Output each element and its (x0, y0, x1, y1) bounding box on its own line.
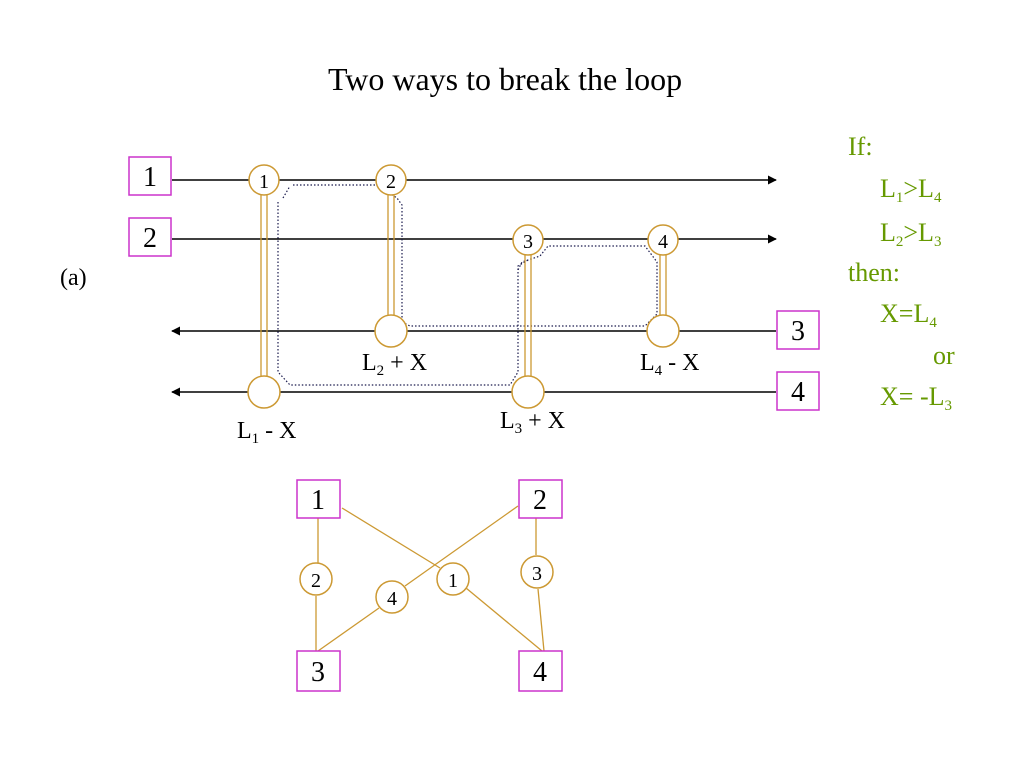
svg-text:2: 2 (386, 171, 396, 193)
link-n3 (524, 253, 532, 380)
graph-port-2: 2 (518, 479, 563, 519)
result-1: X=L4 (880, 299, 937, 331)
condition-block: If: L1>L4 L2>L3 then: X=L4 or X= -L3 (848, 132, 955, 414)
svg-text:3: 3 (311, 657, 325, 688)
node-label-l1: L1 - X (237, 418, 297, 447)
graph-node-4: 4 (375, 580, 409, 614)
link-n4 (659, 253, 667, 320)
condition-then: then: (848, 258, 900, 287)
svg-text:4: 4 (791, 377, 805, 408)
port-box-2: 2 (128, 217, 172, 257)
graph-node-2: 2 (299, 562, 333, 596)
svg-text:1: 1 (259, 171, 269, 193)
node-circle-l2 (374, 314, 408, 348)
loop-path-left (277, 184, 529, 386)
node-label-l4: L4 - X (640, 350, 700, 379)
port-box-1: 1 (128, 156, 172, 196)
condition-1: L1>L4 (880, 174, 942, 206)
node-circle-l4 (646, 314, 680, 348)
graph-edges (315, 505, 545, 652)
svg-text:2: 2 (311, 570, 321, 592)
port-box-3: 3 (776, 310, 820, 350)
port-box-4: 4 (776, 371, 820, 411)
condition-2: L2>L3 (880, 218, 941, 250)
svg-text:1: 1 (143, 162, 157, 193)
svg-text:4: 4 (387, 588, 397, 610)
svg-text:4: 4 (658, 231, 668, 253)
link-n2 (387, 191, 395, 320)
svg-text:1: 1 (448, 570, 458, 592)
svg-text:3: 3 (523, 231, 533, 253)
page-title: Two ways to break the loop (328, 61, 682, 97)
svg-text:2: 2 (533, 485, 547, 516)
node-3: 3 (512, 224, 544, 256)
node-4: 4 (647, 224, 679, 256)
svg-text:3: 3 (791, 316, 805, 347)
graph-node-1: 1 (436, 562, 470, 596)
result-2: X= -L3 (880, 382, 952, 414)
link-n1 (260, 191, 268, 380)
loop-path-right (401, 245, 658, 327)
node-2: 2 (375, 164, 407, 196)
node-label-l3: L3 + X (500, 408, 565, 437)
panel-label: (a) (60, 265, 87, 291)
condition-if: If: (848, 132, 873, 161)
graph-node-3: 3 (520, 555, 554, 589)
graph-port-3: 3 (296, 650, 341, 692)
node-circle-l3 (511, 375, 545, 409)
svg-text:3: 3 (532, 563, 542, 585)
svg-text:2: 2 (143, 223, 157, 254)
svg-text:1: 1 (311, 485, 325, 516)
node-1: 1 (248, 164, 280, 196)
node-label-l2: L2 + X (362, 350, 427, 379)
result-or: or (933, 341, 955, 370)
node-circle-l1 (247, 375, 281, 409)
svg-text:4: 4 (533, 657, 547, 688)
graph-port-4: 4 (518, 650, 563, 692)
graph-port-1: 1 (296, 479, 341, 519)
